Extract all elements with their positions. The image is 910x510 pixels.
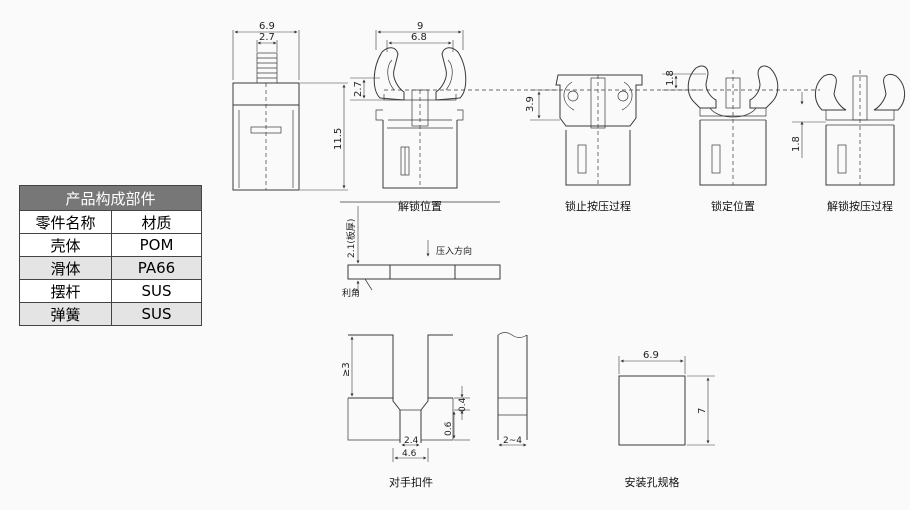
caption-mount-hole: 安装孔规格 [625,475,680,489]
part-name: 弹簧 [19,302,112,326]
mount-hole-view: 6.9 7 安装孔规格 [618,350,715,489]
panel-range-view: 2~4 [497,332,528,447]
dim-height-total: 11.5 [333,128,344,150]
dim-depth: 0.6 [444,421,454,436]
dim-lock-stop: 1.8 [665,70,676,86]
part-material: PA66 [111,256,202,280]
caption-locked-position: 锁定位置 [711,199,755,213]
dim-unlock-press: 1.8 [791,136,802,152]
part-material: SUS [111,302,202,326]
mating-part-view: ≥3 0.4 0.6 2.4 4.6 对手扣件 [341,334,470,489]
table-row: 弹簧 SUS [19,302,202,326]
dim-width-total: 6.9 [259,21,275,32]
part-material: POM [111,233,202,257]
panel-section: 2.1(板厚) 压入方向 利角 [340,201,501,299]
table-title: 产品构成部件 [19,185,202,211]
dim-hole-height: 7 [697,408,708,414]
part-name: 滑体 [19,256,112,280]
view-unlock-position: 9 6.8 2.7 解锁位置 [350,21,467,213]
front-view: 6.9 2.7 11.5 [232,21,348,191]
table-row: 摆杆 SUS [19,279,202,303]
caption-unlock-press: 解锁按压过程 [827,199,893,213]
dim-outer-width: 4.6 [402,449,417,459]
caption-unlock-position: 解锁位置 [398,199,442,213]
dim-width-inner: 2.7 [259,32,275,43]
table-row: 壳体 POM [19,233,202,257]
dim-inner-width: 2.4 [404,436,419,446]
col-header-material: 材质 [111,210,202,234]
part-material: SUS [111,279,202,303]
sharp-edge-label: 利角 [342,287,360,299]
dim-chamfer: 0.4 [458,397,468,412]
view-locked-position: 1.8 锁定位置 [662,65,779,213]
dim-press-height: 3.9 [525,96,536,112]
panel-thickness: 2.1(板厚) [345,219,357,258]
components-table: 产品构成部件 零件名称 材质 壳体 POM 滑体 PA66 摆杆 SUS 弹簧 … [19,185,202,326]
view-unlock-press: 1.8 解锁按压过程 [791,70,905,213]
caption-mating-part: 对手扣件 [389,475,433,489]
dim-min-height: ≥3 [341,362,352,377]
table-row: 滑体 PA66 [19,256,202,280]
dim-panel-range: 2~4 [503,436,522,446]
caption-lock-press: 锁止按压过程 [565,199,631,213]
part-name: 壳体 [19,233,112,257]
dim-hole-width: 6.9 [643,350,659,361]
dim-unlock-width: 9 [417,21,423,32]
part-name: 摆杆 [19,279,112,303]
dim-unlock-inner-width: 6.8 [411,32,427,43]
view-lock-press: 3.9 锁止按压过程 [525,74,643,213]
dim-unlock-height: 2.7 [353,81,364,97]
press-direction-label: 压入方向 [436,245,472,257]
